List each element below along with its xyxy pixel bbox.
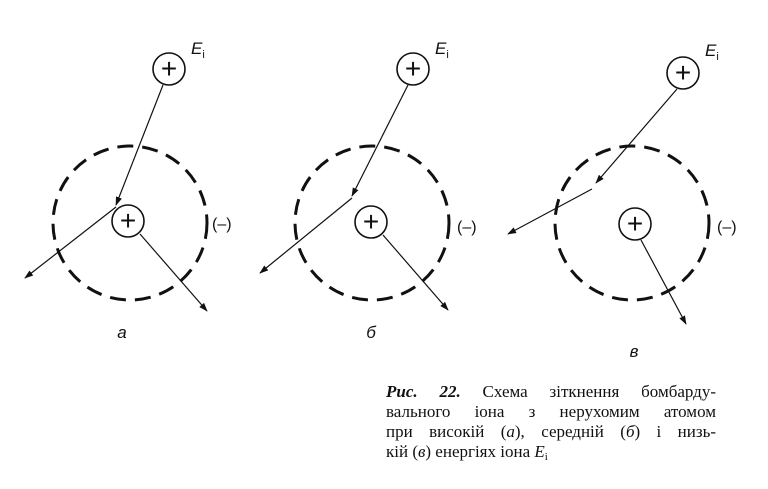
atom-b [354, 205, 388, 239]
caption-line-4-part-a: кій ( [386, 442, 418, 461]
panel-a: + Ei + (–) а [24, 39, 232, 342]
caption-line-3-part-a: при високій ( [386, 422, 507, 441]
caption-line-1: Рис. 22. Схема зіткнення бомбарду- [386, 382, 716, 402]
caption-line-3: при високій (а), середній (б) і низь- [386, 422, 716, 442]
panel-b: + Ei + (–) б [259, 39, 477, 342]
atom-charge-c: + [627, 208, 643, 239]
caption-line-4: кій (в) енергіях іона Ei [386, 442, 716, 467]
ion-energy-label-c: Ei [705, 41, 719, 63]
caption-label: Рис. 22. [386, 382, 461, 401]
recoil-atom-path-b [382, 234, 449, 311]
atom-c [618, 207, 652, 241]
scattered-ion-path-b [259, 197, 353, 274]
ion-b [396, 52, 430, 86]
caption-var-c: в [418, 442, 426, 461]
ion-charge-c: + [675, 57, 691, 88]
panel-label-a: а [117, 323, 126, 342]
recoil-atom-path-a [139, 233, 208, 312]
caption-var-a: а [506, 422, 515, 441]
electron-cloud-c [553, 144, 711, 302]
figure-caption: Рис. 22. Схема зіткнення бомбарду- вальн… [386, 382, 716, 467]
electron-cloud-b [293, 144, 451, 302]
electron-cloud-a [51, 144, 209, 302]
atom-charge-a: + [120, 205, 136, 236]
ion-charge-a: + [161, 53, 177, 84]
incoming-path-b [351, 84, 409, 197]
cloud-charge-label-a: (–) [212, 216, 232, 233]
caption-line-1-text: Схема зіткнення бомбарду- [482, 382, 716, 401]
incoming-path-c [595, 88, 678, 184]
recoil-atom-path-c [640, 239, 687, 325]
scattered-ion-path-a [24, 206, 117, 279]
panel-label-b: б [366, 323, 377, 342]
ion-charge-b: + [405, 53, 421, 84]
caption-var-b: б [625, 422, 635, 441]
caption-line-3-part-b: ), середній ( [514, 422, 626, 441]
ion-c [666, 56, 700, 90]
cloud-charge-label-c: (–) [717, 219, 737, 236]
cloud-charge-label-b: (–) [457, 219, 477, 236]
atom-a [111, 204, 145, 238]
caption-energy-symbol: E [534, 442, 545, 461]
caption-line-2: вального іона з нерухомим атомом [386, 402, 716, 421]
atom-charge-b: + [363, 206, 379, 237]
caption-line-3-part-c: ) і низь- [634, 422, 717, 441]
panel-label-c: в [630, 342, 639, 361]
incoming-path-a [115, 84, 164, 206]
panel-c: + Ei + (–) в [507, 41, 737, 361]
caption-line-4-part-b: ) енергіях іона [425, 442, 535, 461]
caption-energy-subscript: i [544, 451, 548, 463]
ion-energy-label-a: Ei [191, 39, 205, 61]
ion-a [152, 52, 186, 86]
ion-energy-label-b: Ei [435, 39, 449, 61]
scattered-ion-path-c [507, 188, 593, 235]
